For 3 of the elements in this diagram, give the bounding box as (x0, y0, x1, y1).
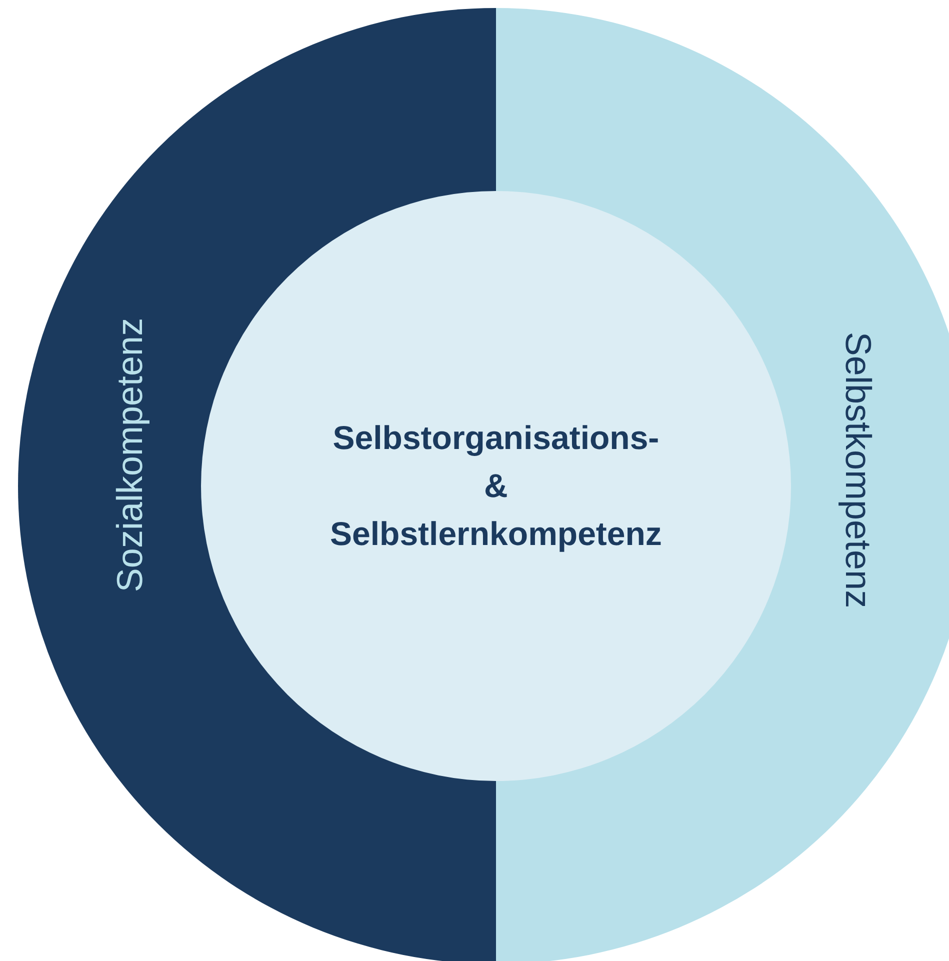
center-label: Selbstorganisations- & Selbstlernkompetenz (330, 418, 662, 554)
segment-label: Sozialkompetenz (112, 318, 148, 592)
segment-label: Selbstkompetenz (840, 332, 876, 608)
